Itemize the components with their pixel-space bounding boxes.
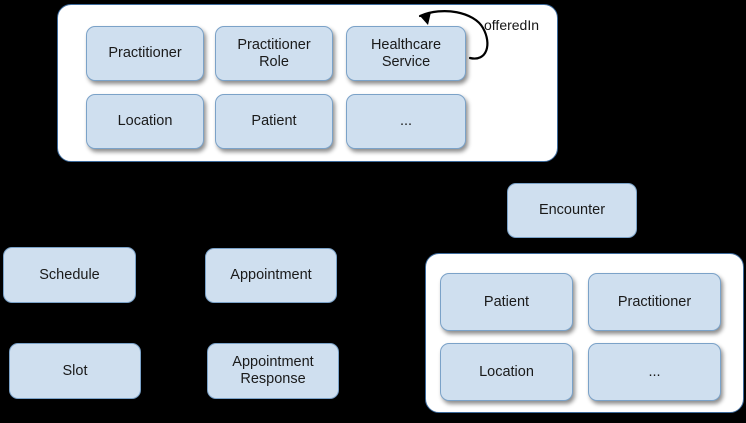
entity-label: Slot <box>62 362 88 379</box>
entity-label: ... <box>648 363 661 380</box>
entity-label: ... <box>399 113 413 130</box>
entity-appointment[interactable]: Appointment <box>205 248 337 303</box>
entity-location-encounter[interactable]: Location <box>440 343 573 401</box>
entity-label: Appointment <box>230 267 312 284</box>
entity-ellipsis-top[interactable]: ... <box>346 94 466 149</box>
entity-label: Schedule <box>39 266 100 283</box>
entity-location-top[interactable]: Location <box>86 94 204 149</box>
entity-appointment-response[interactable]: Appointment Response <box>207 343 339 399</box>
entity-label: Practitioner Role <box>237 36 311 70</box>
entity-encounter[interactable]: Encounter <box>507 183 637 238</box>
offered-in-label: offeredIn <box>484 17 540 33</box>
entity-healthcare-service[interactable]: Healthcare Service <box>346 26 466 81</box>
entity-patient-top[interactable]: Patient <box>215 94 333 149</box>
entity-label: Healthcare Service <box>370 36 442 70</box>
entity-label: Location <box>479 363 534 380</box>
entity-practitioner-top[interactable]: Practitioner <box>86 26 204 81</box>
entity-slot[interactable]: Slot <box>9 343 141 399</box>
entity-schedule[interactable]: Schedule <box>3 247 136 303</box>
entity-practitioner-role[interactable]: Practitioner Role <box>215 26 333 81</box>
entity-label: Location <box>117 113 173 130</box>
entity-label: Encounter <box>538 202 606 219</box>
entity-label: Patient <box>483 293 530 310</box>
entity-label: Practitioner <box>108 45 182 62</box>
entity-label: Practitioner <box>617 293 692 310</box>
entity-label: Appointment Response <box>232 354 314 387</box>
entity-patient-encounter[interactable]: Patient <box>440 273 573 331</box>
entity-label: Patient <box>251 113 297 130</box>
entity-ellipsis-encounter[interactable]: ... <box>588 343 721 401</box>
entity-practitioner-encounter[interactable]: Practitioner <box>588 273 721 331</box>
